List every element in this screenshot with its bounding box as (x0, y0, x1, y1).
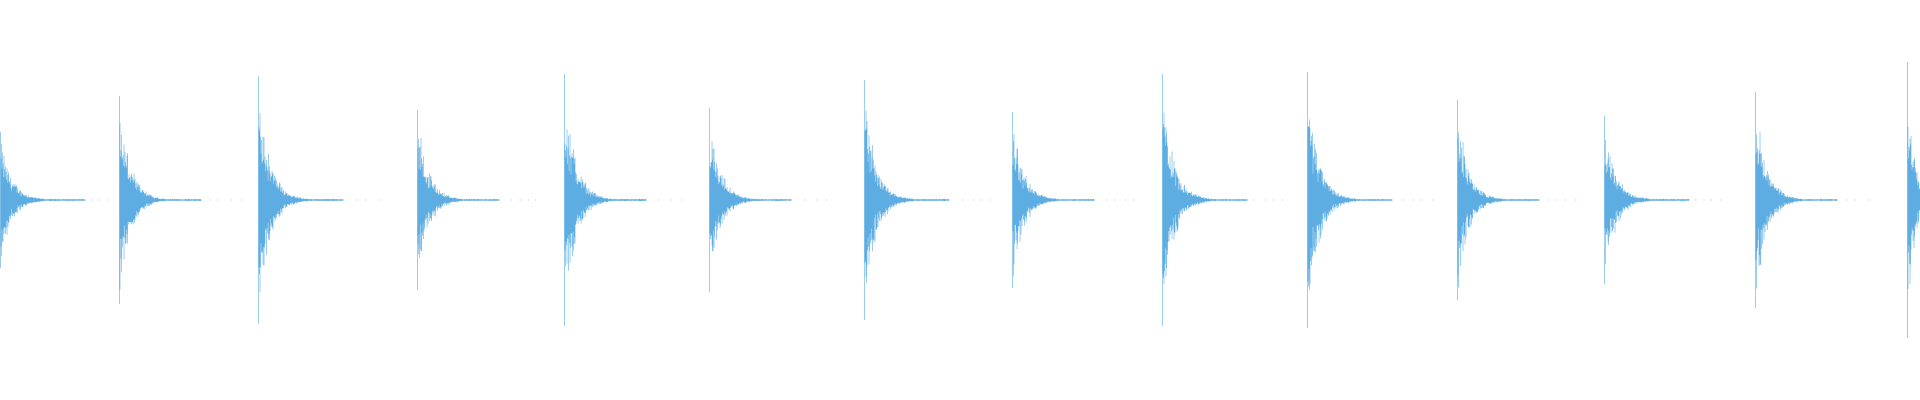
onset-burst (564, 74, 683, 326)
onset-waveform (1457, 100, 1540, 300)
onset-burst (119, 96, 243, 304)
onset-burst (1162, 74, 1283, 326)
onset-waveform (417, 110, 500, 290)
onset-burst (1457, 100, 1577, 300)
onset-waveform (258, 76, 343, 324)
onset-burst (0, 132, 122, 268)
onset-burst (1307, 72, 1434, 328)
onset-waveform (864, 80, 949, 320)
onset-waveform (1907, 62, 1920, 338)
onset-burst (1907, 62, 1920, 338)
onset-burst (1604, 116, 1722, 284)
onset-burst (1012, 112, 1135, 288)
onset-burst (709, 108, 827, 292)
onset-burst (1755, 92, 1870, 308)
onset-waveform (0, 132, 85, 268)
onset-waveform (1012, 112, 1095, 288)
onset-burst (417, 110, 536, 290)
onset-waveform (1307, 72, 1392, 328)
onset-waveform (1604, 116, 1689, 284)
onset-burst (258, 76, 380, 324)
onset-waveform (1755, 92, 1838, 308)
onset-waveform (564, 74, 647, 326)
onset-burst (864, 80, 991, 320)
onset-waveform (709, 108, 792, 292)
onset-waveform (1162, 74, 1247, 326)
onset-waveform (119, 96, 202, 304)
